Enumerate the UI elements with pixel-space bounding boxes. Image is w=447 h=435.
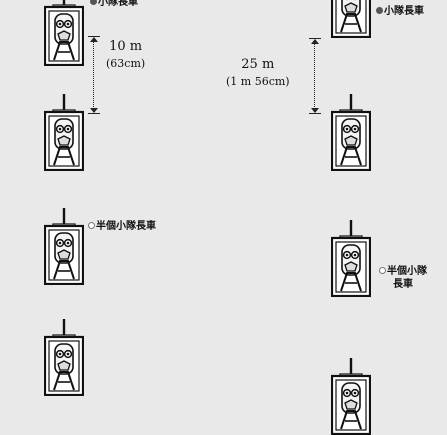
half-dot-icon [88,222,95,229]
full-dot-icon [376,7,383,14]
distance-label-right: 25 m (1 m 56cm) [226,56,290,90]
vehicle-front-icon [331,357,371,435]
label-squad-leader-left: 小隊長車 [90,0,138,9]
dimension-arrow-left [88,36,100,114]
distance-value-right: 25 m [241,57,275,72]
vehicle-front-icon [331,219,371,297]
vehicle-front-icon [44,207,84,285]
half-dot-icon [379,267,386,274]
vehicle-front-icon [44,0,84,66]
vehicle-front-icon [331,93,371,171]
dimension-arrow-right [309,38,321,114]
distance-label-left: 10 m (63cm) [106,38,145,72]
distance-scaled-left: (63cm) [106,57,146,70]
distance-value-left: 10 m [109,39,143,54]
vehicle-front-icon [44,93,84,171]
distance-scaled-right: (1 m 56cm) [226,75,290,88]
vehicle-front-icon [331,0,371,38]
vehicle-front-icon [44,318,84,396]
label-half-squad-right: 半個小隊 長車 [379,265,427,291]
label-squad-leader-right: 小隊長車 [376,5,424,18]
label-half-squad-left: 半個小隊長車 [88,220,156,233]
full-dot-icon [90,0,97,5]
